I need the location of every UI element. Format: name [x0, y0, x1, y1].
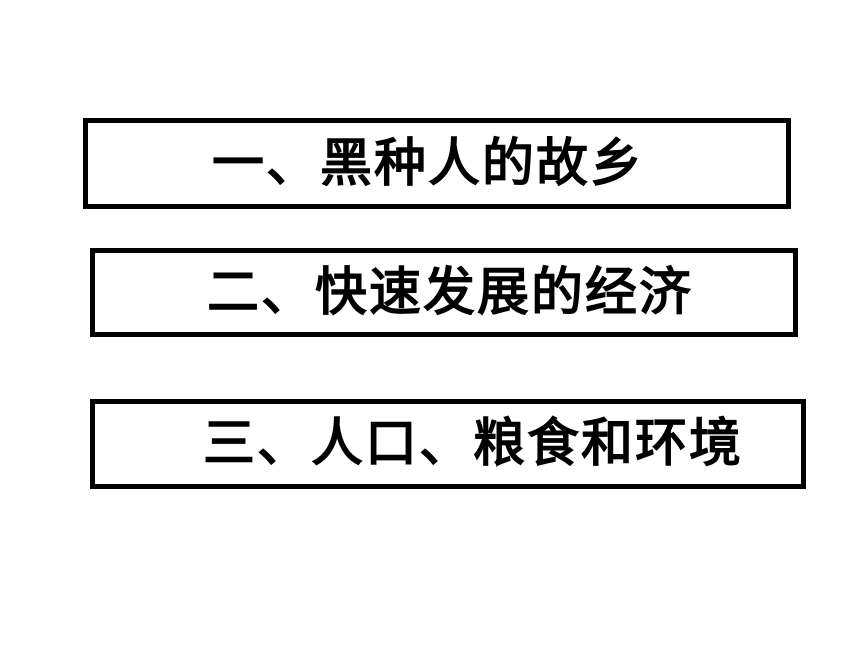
outline-item-label: 三、人口、粮食和环境	[203, 414, 744, 474]
outline-item-label: 二、快速发展的经济	[207, 262, 694, 323]
outline-item-2[interactable]: 二、快速发展的经济	[90, 248, 798, 337]
outline-item-1[interactable]: 一、黑种人的故乡	[83, 118, 791, 209]
outline-item-3[interactable]: 三、人口、粮食和环境	[90, 399, 806, 489]
outline-item-label: 一、黑种人的故乡	[212, 133, 645, 194]
